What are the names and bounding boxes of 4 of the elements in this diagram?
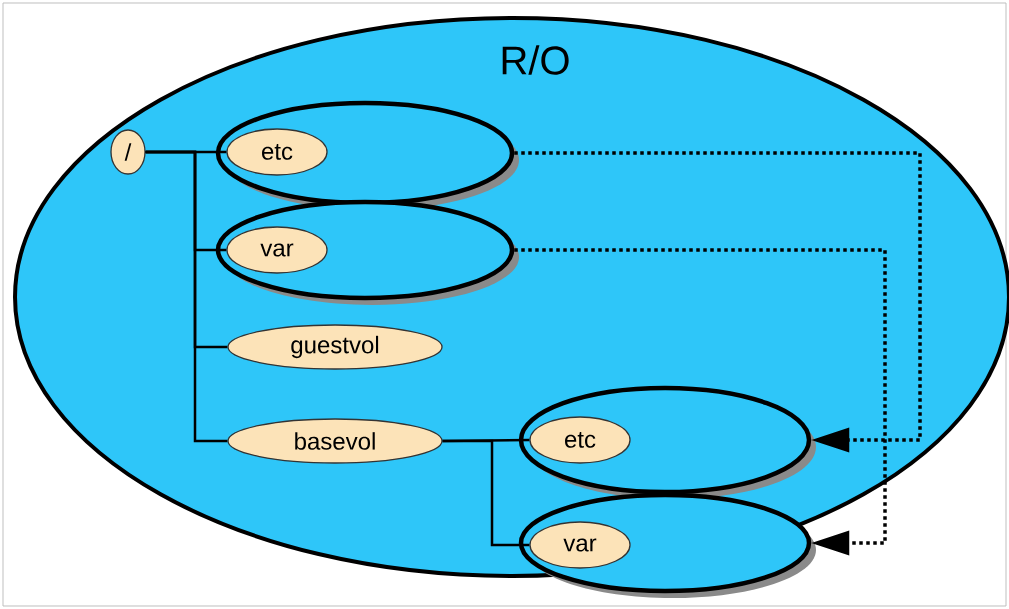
connector	[442, 439, 530, 547]
connector	[514, 248, 887, 556]
connector	[145, 150, 228, 443]
connector	[514, 151, 922, 453]
